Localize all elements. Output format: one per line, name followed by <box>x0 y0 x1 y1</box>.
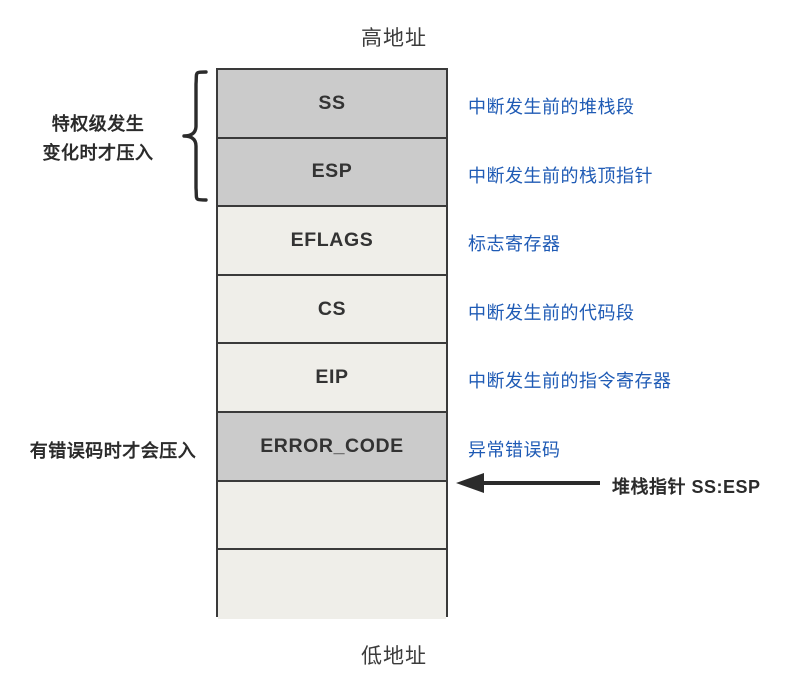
stack-slot-eflags: EFLAGS <box>218 207 446 276</box>
stack-slot-eip: EIP <box>218 344 446 413</box>
note-error-code: 异常错误码 <box>468 440 561 460</box>
stack-pointer-label: 堆栈指针 SS:ESP <box>612 477 761 497</box>
note-ss: 中断发生前的堆栈段 <box>468 97 635 117</box>
stack-pointer-arrow-icon <box>452 470 600 496</box>
stack-slot-cs: CS <box>218 275 446 345</box>
error-code-condition-label: 有错误码时才会压入 <box>29 441 197 461</box>
stack-slot-error-code: ERROR_CODE <box>218 413 446 482</box>
privilege-brace-icon <box>180 68 210 204</box>
high-address-caption: 高地址 <box>361 27 427 50</box>
privilege-change-label-line2: 变化时才压入 <box>42 143 154 163</box>
note-eip: 中断发生前的指令寄存器 <box>468 371 672 391</box>
stack-slot-ss: SS <box>218 70 446 139</box>
privilege-change-label-line1: 特权级发生 <box>51 114 145 134</box>
note-esp: 中断发生前的栈顶指针 <box>468 166 653 186</box>
stack-slot-esp: ESP <box>218 138 446 208</box>
stack-box: SS ESP EFLAGS CS EIP ERROR_CODE <box>216 68 448 619</box>
note-eflags: 标志寄存器 <box>468 234 561 254</box>
privilege-change-label: 特权级发生 变化时才压入 <box>22 110 174 168</box>
note-cs: 中断发生前的代码段 <box>468 303 635 323</box>
stack-slot-empty-1 <box>218 481 446 551</box>
stack-slot-empty-2 <box>218 550 446 619</box>
low-address-caption: 低地址 <box>361 645 427 668</box>
